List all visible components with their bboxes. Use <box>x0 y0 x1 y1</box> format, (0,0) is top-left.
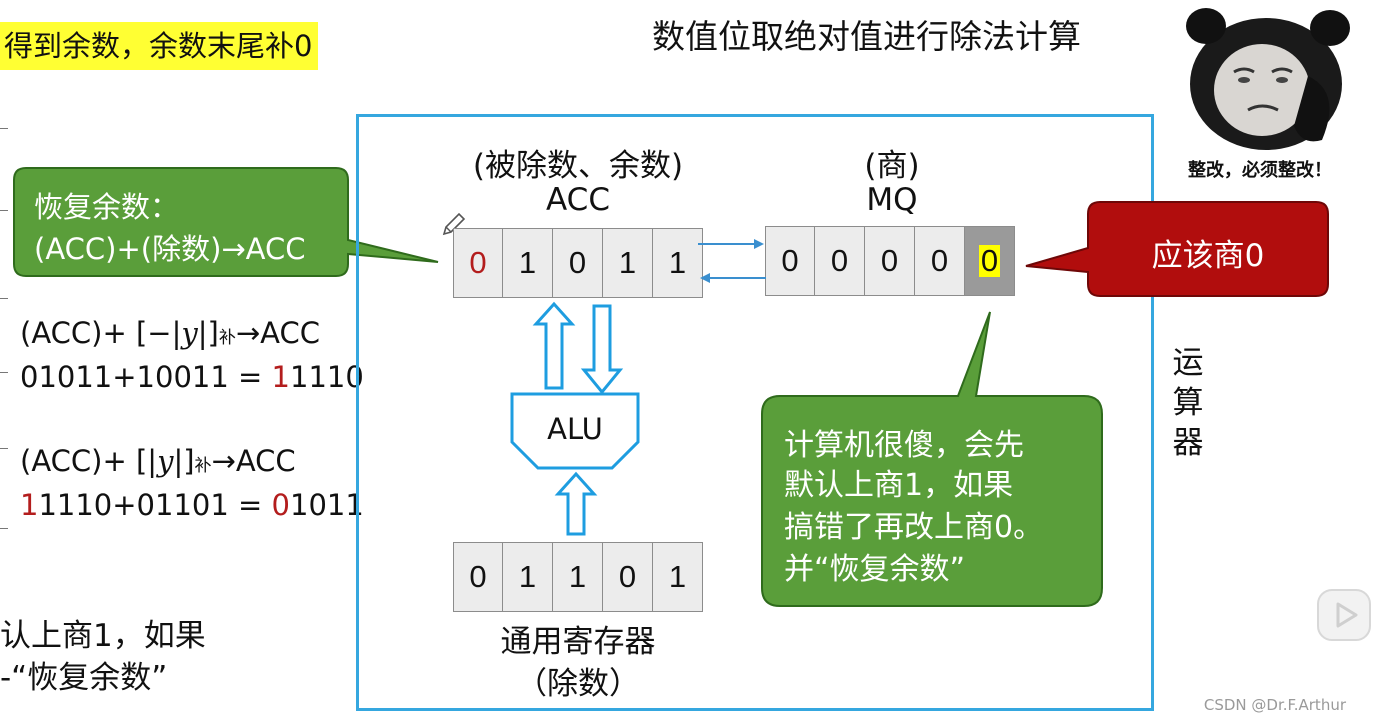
divisor-register: 0 1 1 0 1 <box>453 542 703 612</box>
green-bubble-right-line1: 计算机很傻，会先 <box>784 428 1024 463</box>
formula-subtract: (ACC)+ [−|y|]补→ACC <box>20 316 320 350</box>
meme-caption: 整改，必须整改！ <box>1188 160 1332 181</box>
formula-add-var: y <box>157 444 174 478</box>
formula-add-sub: 补 <box>194 456 212 476</box>
acc-bit-value: 0 <box>568 245 587 280</box>
calc-add-tail: 1011 <box>290 488 364 522</box>
calc-subtract: 01011+10011 = 11110 <box>20 360 364 394</box>
divisor-label-2: （除数） <box>516 666 640 702</box>
divisor-bit: 1 <box>503 542 553 612</box>
acc-alu-arrows <box>532 301 624 395</box>
pencil-icon <box>442 212 466 236</box>
acc-bit-value: 1 <box>668 245 687 280</box>
mq-bit-highlighted: 0 <box>965 226 1015 296</box>
divisor-bit-value: 1 <box>668 559 687 594</box>
acc-bit: 0 <box>553 228 603 298</box>
divisor-bit-value: 1 <box>518 559 537 594</box>
calc-add-red-a: 1 <box>20 488 39 522</box>
mq-bit-value: 0 <box>978 242 1001 278</box>
page-title: 数值位取绝对值进行除法计算 <box>652 17 1081 56</box>
acc-bit: 1 <box>603 228 653 298</box>
edge-tick <box>0 528 8 529</box>
green-bubble-right-line3: 搞错了再改上商0。 <box>784 510 1044 545</box>
divisor-bit: 0 <box>603 542 653 612</box>
acc-bit-value: 0 <box>469 245 487 280</box>
green-bubble-right <box>761 311 1103 607</box>
formula-subtract-suffix: |] <box>197 316 219 350</box>
acc-bit-value: 1 <box>518 245 537 280</box>
calc-add: 11110+01101 = 01011 <box>20 488 364 522</box>
divisor-bit-value: 0 <box>469 559 487 594</box>
side-label: 运 算 器 <box>1170 343 1206 463</box>
acc-label: ACC <box>546 182 610 218</box>
formula-subtract-prefix: (ACC)+ [−| <box>20 316 182 350</box>
formula-subtract-tail: →ACC <box>235 316 320 350</box>
cut-text-line1: 认上商1，如果 <box>0 618 206 654</box>
formula-subtract-sub: 补 <box>218 328 236 348</box>
edge-tick <box>0 128 8 129</box>
divisor-bit-value: 1 <box>568 559 587 594</box>
mq-register: 0 0 0 0 0 <box>765 226 1015 296</box>
alu-label: ALU <box>547 412 603 446</box>
edge-tick <box>0 298 8 299</box>
mq-label-top: (商) <box>864 148 920 184</box>
acc-bit-value: 1 <box>618 245 637 280</box>
divisor-bit: 1 <box>653 542 703 612</box>
divisor-bit-value: 0 <box>618 559 637 594</box>
arithmetic-unit-frame <box>356 114 1154 711</box>
acc-bit: 1 <box>503 228 553 298</box>
edge-tick <box>0 210 8 211</box>
formula-add-tail: →ACC <box>211 444 296 478</box>
highlighted-note: 得到余数，余数末尾补0 <box>0 22 319 70</box>
side-label-char: 器 <box>1172 425 1204 461</box>
mq-bit-value: 0 <box>880 243 899 278</box>
formula-add-prefix: (ACC)+ [| <box>20 444 158 478</box>
formula-add: (ACC)+ [|y|]补→ACC <box>20 444 296 478</box>
mq-bit: 0 <box>865 226 915 296</box>
cut-text-line2: ‑“恢复余数” <box>0 660 168 696</box>
mq-bit-value: 0 <box>830 243 849 278</box>
mq-label: MQ <box>866 182 918 218</box>
green-bubble-left-line2: (ACC)+(除数)→ACC <box>34 232 306 266</box>
red-bubble <box>1025 201 1329 297</box>
divisor-label: 通用寄存器 <box>500 624 656 660</box>
side-label-char: 运 <box>1172 345 1204 381</box>
panda-meme-image <box>1182 6 1352 152</box>
calc-subtract-red: 1 <box>271 360 290 394</box>
mq-bit-value: 0 <box>930 243 949 278</box>
calc-add-mid: 1110+01101 = <box>38 488 272 522</box>
divisor-bit: 0 <box>453 542 503 612</box>
formula-subtract-var: y <box>181 316 198 350</box>
mq-bit-value: 0 <box>781 243 799 278</box>
formula-add-suffix: |] <box>173 444 195 478</box>
mq-bit: 0 <box>815 226 865 296</box>
acc-mq-arrows <box>698 239 766 283</box>
video-play-icon[interactable] <box>1314 580 1374 646</box>
red-bubble-text: 应该商0 <box>1151 238 1265 274</box>
acc-bit: 1 <box>653 228 703 298</box>
acc-label-top: (被除数、余数) <box>472 148 684 184</box>
alu-block <box>510 392 640 470</box>
green-bubble-left <box>13 167 439 277</box>
calc-subtract-a: 01011+10011 = <box>20 360 272 394</box>
mq-bit: 0 <box>915 226 965 296</box>
green-bubble-left-line1: 恢复余数： <box>34 190 180 224</box>
divisor-bit: 1 <box>553 542 603 612</box>
acc-register: 0 1 0 1 1 <box>453 228 703 298</box>
green-bubble-right-line4: 并“恢复余数” <box>784 552 966 587</box>
green-bubble-right-line2: 默认上商1，如果 <box>784 468 1014 503</box>
side-label-char: 算 <box>1172 385 1204 421</box>
mq-bit: 0 <box>765 226 815 296</box>
calc-add-red-b: 0 <box>271 488 290 522</box>
acc-bit: 0 <box>453 228 503 298</box>
edge-tick <box>0 448 8 449</box>
divisor-alu-arrow <box>554 471 598 536</box>
calc-subtract-b: 1110 <box>290 360 364 394</box>
edge-tick <box>0 372 8 373</box>
watermark: CSDN @Dr.F.Arthur <box>1203 696 1346 714</box>
